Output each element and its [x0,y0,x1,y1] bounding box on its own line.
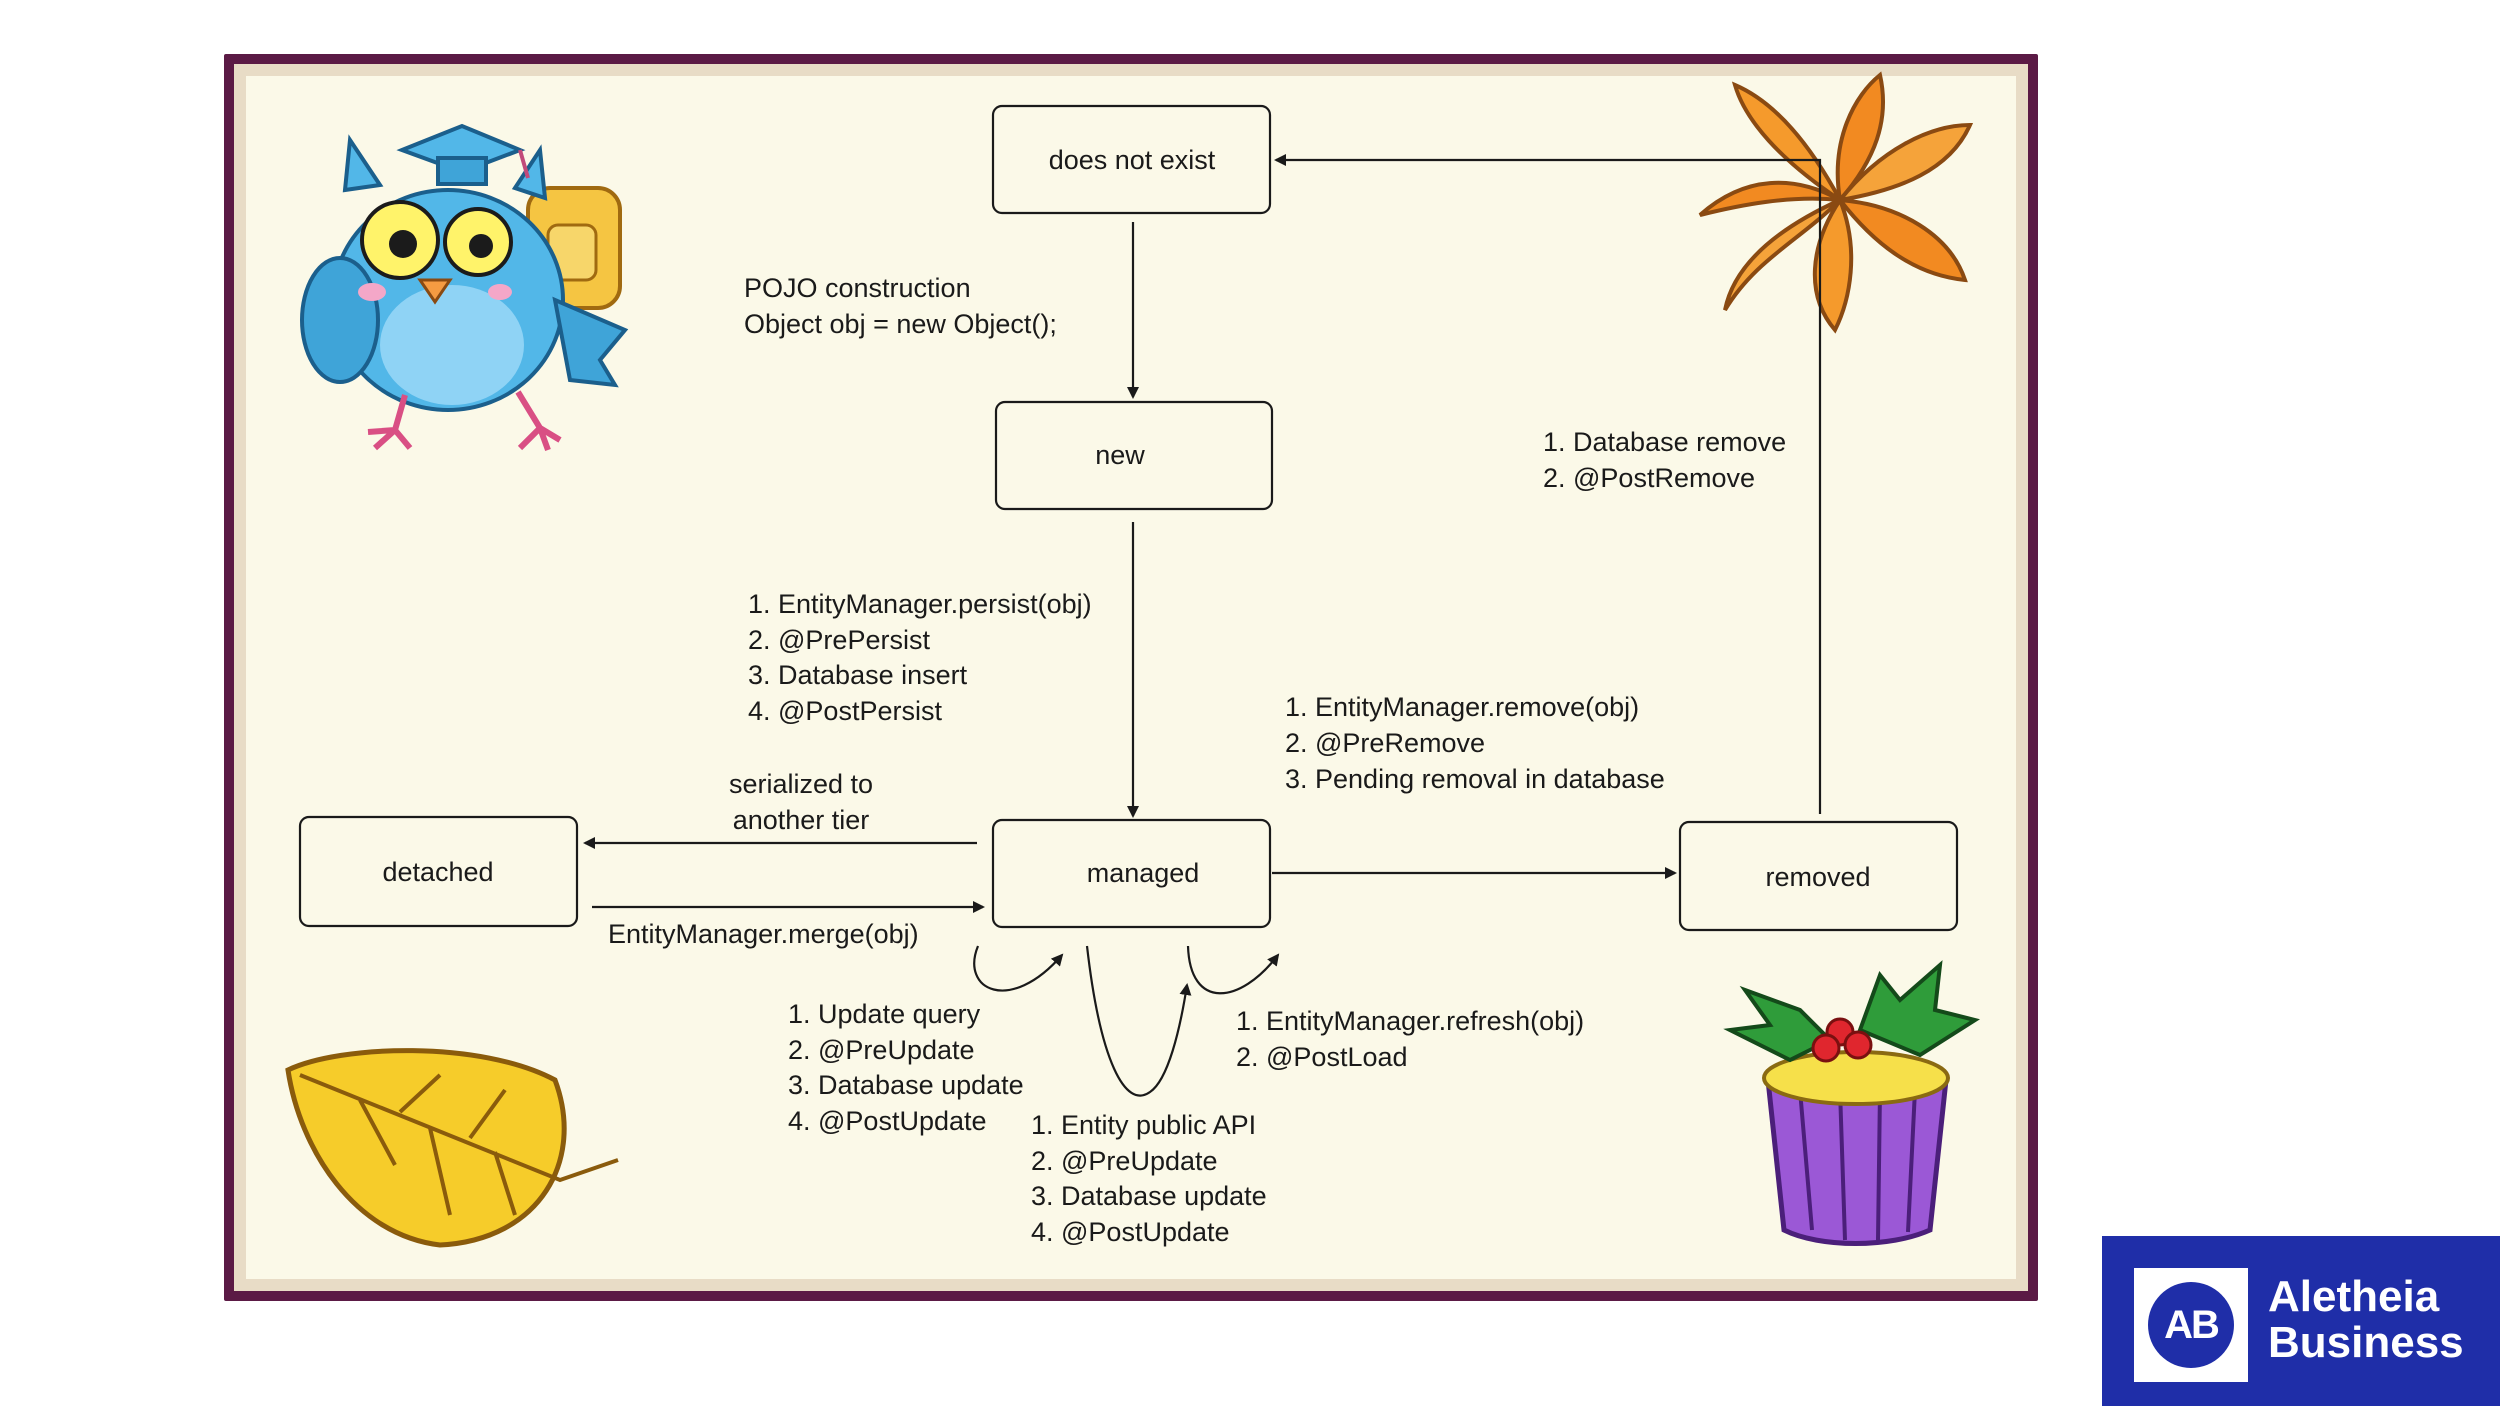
state-managed: managed [991,818,1272,929]
logo-line-2: Business [2268,1318,2464,1367]
logo-mark: AB [2134,1268,2248,1382]
svg-text:2. @PrePersist: 2. @PrePersist [748,625,930,655]
state-does-not-exist-label: does not exist [1049,145,1216,175]
label-db-remove: 1. Database remove 2. @PostRemove [1543,427,1786,493]
svg-text:1. EntityManager.persist(obj): 1. EntityManager.persist(obj) [748,589,1092,619]
svg-text:another tier: another tier [733,805,870,835]
orange-maple-leaf-illustration [1698,71,1974,334]
svg-text:1. EntityManager.remove(obj): 1. EntityManager.remove(obj) [1285,692,1639,722]
svg-text:1. Database remove: 1. Database remove [1543,427,1786,457]
svg-text:POJO construction: POJO construction [744,273,971,303]
label-update-query: 1. Update query 2. @PreUpdate 3. Databas… [788,999,1024,1136]
svg-text:3. Database update: 3. Database update [788,1070,1024,1100]
label-persist: 1. EntityManager.persist(obj) 2. @PrePer… [748,589,1092,726]
owl-illustration [300,123,629,452]
svg-text:2. @PostRemove: 2. @PostRemove [1543,463,1755,493]
state-does-not-exist: does not exist [991,104,1272,215]
state-removed-label: removed [1765,862,1870,892]
cupcake-illustration [1723,960,1981,1246]
svg-text:2. @PostLoad: 2. @PostLoad [1236,1042,1408,1072]
svg-text:3. Database insert: 3. Database insert [748,660,968,690]
state-new: new [994,400,1274,511]
self-loop-update-query [973,945,1064,992]
state-detached: detached [298,815,579,928]
self-loop-refresh [1186,945,1280,995]
label-construction: POJO construction Object obj = new Objec… [744,273,1057,339]
svg-text:2. @PreRemove: 2. @PreRemove [1285,728,1485,758]
svg-text:1. Update query: 1. Update query [788,999,981,1029]
aletheia-business-logo: AB Aletheia Business [2102,1236,2500,1406]
svg-text:4. @PostUpdate: 4. @PostUpdate [1031,1217,1230,1247]
svg-text:1. EntityManager.refresh(obj): 1. EntityManager.refresh(obj) [1236,1006,1584,1036]
label-refresh: 1. EntityManager.refresh(obj) 2. @PostLo… [1236,1006,1584,1072]
yellow-leaf-illustration [285,1048,619,1248]
svg-text:4. @PostUpdate: 4. @PostUpdate [788,1106,987,1136]
svg-text:serialized to: serialized to [729,769,873,799]
svg-text:Object obj = new Object();: Object obj = new Object(); [744,309,1057,339]
state-managed-label: managed [1087,858,1200,888]
label-serialized: serialized to another tier [729,769,873,835]
svg-text:2. @PreUpdate: 2. @PreUpdate [1031,1146,1218,1176]
state-removed: removed [1678,820,1959,932]
state-detached-label: detached [382,857,493,887]
svg-text:3. Pending removal in database: 3. Pending removal in database [1285,764,1665,794]
self-loop-public-api [1085,945,1192,1097]
label-remove: 1. EntityManager.remove(obj) 2. @PreRemo… [1285,692,1665,794]
svg-text:1. Entity public API: 1. Entity public API [1031,1110,1256,1140]
state-new-label: new [1095,440,1145,470]
logo-line-1: Aletheia [2268,1272,2440,1321]
label-public-api: 1. Entity public API 2. @PreUpdate 3. Da… [1031,1110,1267,1247]
logo-initials: AB [2148,1282,2234,1368]
edge-removed-to-does-not-exist [1274,154,1822,814]
svg-text:3. Database update: 3. Database update [1031,1181,1267,1211]
logo-wordmark: Aletheia Business [2268,1274,2464,1366]
svg-text:4. @PostPersist: 4. @PostPersist [748,696,942,726]
label-merge: EntityManager.merge(obj) [608,919,919,949]
svg-text:2. @PreUpdate: 2. @PreUpdate [788,1035,975,1065]
